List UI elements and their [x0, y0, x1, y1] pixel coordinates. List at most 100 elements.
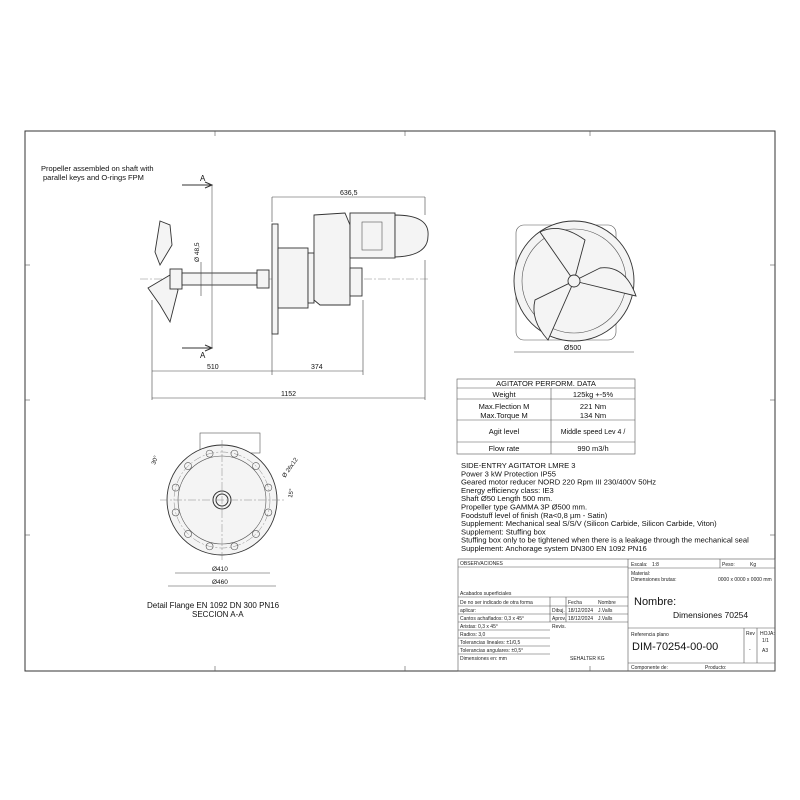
dim-410: Ø410 — [212, 566, 228, 573]
section-marker: A — [200, 174, 206, 183]
rev-label: Rev — [746, 631, 755, 637]
tolerance-note: Radios: 3,0 — [460, 632, 486, 638]
material-label: Material: — [631, 571, 650, 577]
bolt-hole — [230, 449, 239, 458]
tolerance-note: Tolerancias angulares: ±0,5° — [460, 648, 523, 654]
perf-value: 221 Nm — [580, 402, 606, 411]
motor-fan-cover — [394, 214, 429, 258]
producto-label: Producto: — [705, 665, 726, 671]
performance-table: AGITATOR PERFORM. DATA Weight 125kg +-5%… — [456, 378, 636, 455]
aprov-label: Aprov. — [552, 616, 566, 622]
rev-value: - — [749, 647, 751, 653]
spec-line: Stuffing box only to be tightened when t… — [461, 536, 749, 545]
perf-value: Middle speed Lev 4 / — [561, 429, 626, 436]
frame-zone-ticks — [25, 131, 775, 671]
drawing-name: Dimensiones 70254 — [673, 610, 748, 620]
acabados-label: Acabados superficiales — [460, 591, 512, 597]
dim-propeller-diameter: Ø500 — [564, 345, 581, 352]
dim-brutas-value: 0000 x 0000 x 0000 mm — [718, 577, 772, 583]
bolt-hole — [205, 542, 214, 551]
componente-label: Componente de: — [631, 665, 668, 671]
sheet-size: A3 — [762, 648, 768, 654]
bolt-hole — [230, 542, 239, 551]
dim-636: 636,5 — [340, 190, 358, 197]
drawing-frame — [24, 130, 776, 672]
bolt-hole — [184, 462, 192, 470]
spec-line: Power 3 kW Protection IP55 — [461, 469, 556, 478]
flange-section-view: 30° Ø 26x12 15° Ø410 Ø460 Detail Flange … — [147, 432, 300, 619]
spec-line: SIDE-ENTRY AGITATOR LMRE 3 — [461, 461, 576, 470]
bolt-hole — [171, 508, 180, 517]
spec-line: Foodstuff level of finish (Ra<0,8 µm - S… — [461, 511, 608, 520]
dibuj-date: 18/12/2024 — [568, 608, 593, 614]
performance-title: AGITATOR PERFORM. DATA — [496, 379, 596, 388]
dim-brutas-label: Dimensiones brutas: — [631, 577, 677, 583]
tolerance-note: Cantos achaflados: 0,3 x 45° — [460, 616, 524, 622]
bolt-hole — [264, 483, 273, 492]
holes-label: Ø 26x12 — [282, 457, 300, 480]
peso-label: Peso: — [722, 562, 735, 568]
propeller-note: parallel keys and O-rings FPM — [43, 173, 144, 182]
ref-label: Referencia plano — [631, 632, 669, 638]
seal — [256, 269, 270, 289]
bearing-housing — [277, 247, 309, 309]
motor — [349, 212, 396, 259]
tolerance-note: De no ser indicado de otra forma — [460, 600, 533, 606]
aprov-name: J.Valls — [598, 616, 613, 622]
perf-label: Agit level — [489, 427, 520, 436]
spec-line: Energy efficiency class: IE3 — [461, 486, 554, 495]
escala-value: 1:8 — [652, 562, 659, 568]
hoja-label: HOJA: — [760, 631, 775, 637]
propeller-blade — [539, 227, 586, 283]
perf-label: Max.Torque M — [480, 411, 528, 420]
perf-value: 125kg +-5% — [573, 390, 614, 399]
front-view: Ø500 — [513, 220, 637, 353]
angle-15: 15° — [288, 488, 296, 499]
flange-caption: Detail Flange EN 1092 DN 300 PN16 — [147, 601, 280, 610]
nombre-label: Nombre: — [634, 596, 676, 608]
spec-line: Shaft Ø50 Length 500 mm. — [461, 494, 552, 503]
bolt-hole — [264, 508, 273, 517]
bolt-hole — [252, 462, 260, 470]
escala-label: Escala: — [631, 562, 647, 568]
company-logo: SEHALTER KG — [570, 656, 605, 662]
side-view: A A 636,5 Ø 48,5 510 374 1152 — [140, 174, 430, 400]
bolt-hole — [252, 530, 260, 538]
spec-line: Supplement: Anchorage system DN300 EN 10… — [461, 544, 647, 553]
tolerance-note: aplicar: — [460, 608, 476, 614]
propeller-note: Propeller assembled on shaft with — [41, 164, 154, 173]
propeller-hub — [169, 268, 183, 290]
nombre-header: Nombre — [598, 600, 616, 606]
gearbox — [313, 212, 351, 306]
observaciones-label: OBSERVACIONES — [460, 561, 504, 567]
spec-line: Propeller type GAMMA 3P Ø500 mm. — [461, 503, 587, 512]
revis-label: Revis. — [552, 624, 566, 630]
bolt-hole — [184, 530, 192, 538]
flange — [271, 223, 279, 335]
bolt-hole — [171, 483, 180, 492]
fecha-header: Fecha — [568, 600, 582, 606]
perf-label: Max.Flection M — [479, 402, 530, 411]
dim-510: 510 — [207, 364, 219, 371]
dibuj-label: Dibuj. — [552, 608, 565, 614]
dibuj-name: J.Valls — [598, 608, 613, 614]
tolerance-note: Tolerancias lineales: ±1/0,5 — [460, 640, 520, 646]
perf-label: Flow rate — [489, 444, 520, 453]
shaft — [181, 272, 258, 286]
perf-value: 134 Nm — [580, 411, 606, 420]
title-block: OBSERVACIONES Acabados superficiales De … — [457, 558, 776, 672]
tolerance-note: Aristas: 0,3 x 45° — [460, 624, 498, 630]
bolt-hole — [205, 449, 214, 458]
dim-1152: 1152 — [281, 391, 296, 398]
peso-unit: Kg — [750, 562, 756, 568]
propeller-blade — [533, 280, 575, 341]
section-caption: SECCION A-A — [192, 610, 244, 619]
propeller-blade — [572, 267, 637, 297]
spec-line: Supplement: Mechanical seal S/S/V (Silic… — [461, 519, 717, 528]
tolerance-note: Dimensiones en: mm — [460, 656, 507, 662]
angle-30: 30° — [151, 455, 160, 466]
perf-label: Weight — [492, 390, 516, 399]
propeller-blade-top — [154, 220, 173, 267]
